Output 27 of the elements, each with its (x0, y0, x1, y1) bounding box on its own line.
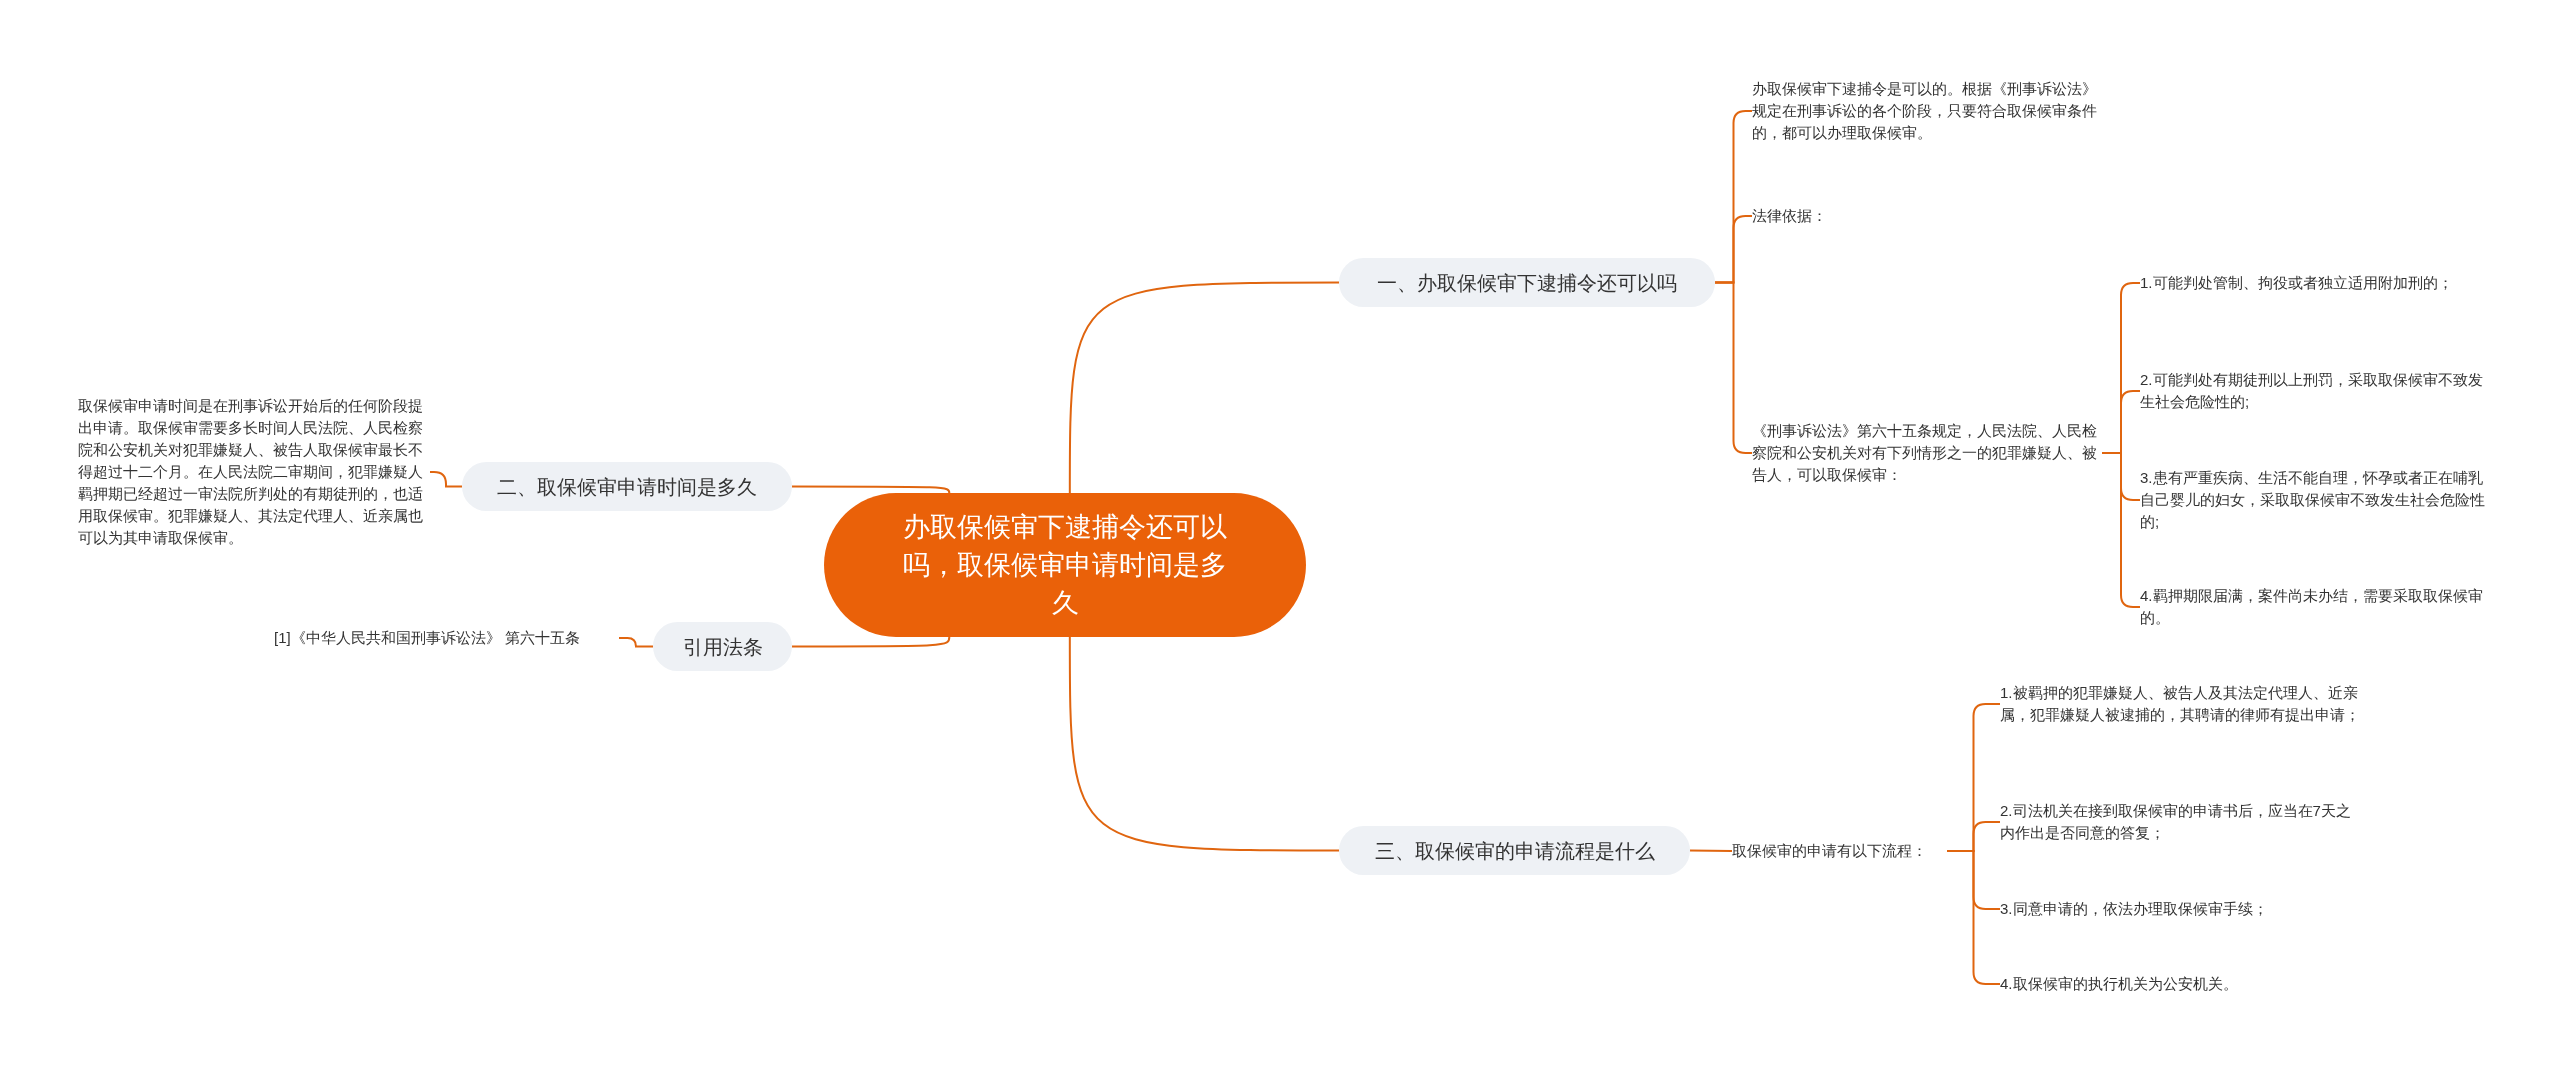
note-text: 办取保候审下逮捕令是可以的。根据《刑事诉讼法》规定在刑事诉讼的各个阶段，只要符合取保候审条件的，都可以办理取保候审。 (1752, 78, 2102, 144)
topic-pill: 一、办取保候审下逮捕令还可以吗 (1339, 258, 1715, 307)
topic-pill: 三、取保候审的申请流程是什么 (1339, 826, 1690, 875)
connector (1714, 281, 1753, 454)
connector (1068, 281, 1340, 494)
connector (429, 471, 463, 488)
connector (791, 636, 951, 648)
note-text: 法律依据： (1752, 205, 2102, 227)
note-text: [1]《中华人民共和国刑事诉讼法》 第六十五条 (274, 627, 619, 649)
note-text: 4.羁押期限届满，案件尚未办结，需要采取取保候审的。 (2140, 585, 2490, 629)
connector (1689, 849, 1733, 852)
note-text: 3.患有严重疾病、生活不能自理，怀孕或者正在哺乳自己婴儿的妇女，采取取保候审不致发生社会危险性的; (2140, 467, 2490, 533)
note-text: 1.可能判处管制、拘役或者独立适用附加刑的； (2140, 272, 2490, 294)
topic-pill: 引用法条 (653, 622, 792, 671)
central-topic: 办取保候审下逮捕令还可以吗，取保候审申请时间是多久 (824, 493, 1306, 637)
note-text: 取保候审的申请有以下流程： (1732, 840, 1947, 862)
note-text: 2.司法机关在接到取保候审的申请书后，应当在7天之内作出是否同意的答复； (2000, 800, 2360, 844)
connector (791, 485, 951, 494)
connector (1068, 636, 1340, 852)
note-text: 2.可能判处有期徒刑以上刑罚，采取取保候审不致发生社会危险性的; (2140, 369, 2490, 413)
note-text: 3.同意申请的，依法办理取保候审手续； (2000, 898, 2360, 920)
connector (618, 637, 654, 648)
note-text: 《刑事诉讼法》第六十五条规定，人民法院、人民检察院和公安机关对有下列情形之一的犯罪嫌疑人、被告人，可以取保候审： (1752, 420, 2102, 486)
note-text: 1.被羁押的犯罪嫌疑人、被告人及其法定代理人、近亲属，犯罪嫌疑人被逮捕的，其聘请的律师有提出申请； (2000, 682, 2360, 726)
note-text: 4.取保候审的执行机关为公安机关。 (2000, 973, 2360, 995)
topic-pill: 二、取保候审申请时间是多久 (462, 462, 792, 511)
note-text: 取保候审申请时间是在刑事诉讼开始后的任何阶段提出申请。取保候审需要多长时间人民法院、人民检察院和公安机关对犯罪嫌疑人、被告人取保候审最长不得超过十二个月。在人民法院二审期间，犯罪嫌疑人羁押期已经超过一审法院所判处的有期徒刑的，也适用取保候审。犯罪嫌疑人、其法定代理人、近亲属也可以为其申请取保候审。 (78, 395, 430, 549)
